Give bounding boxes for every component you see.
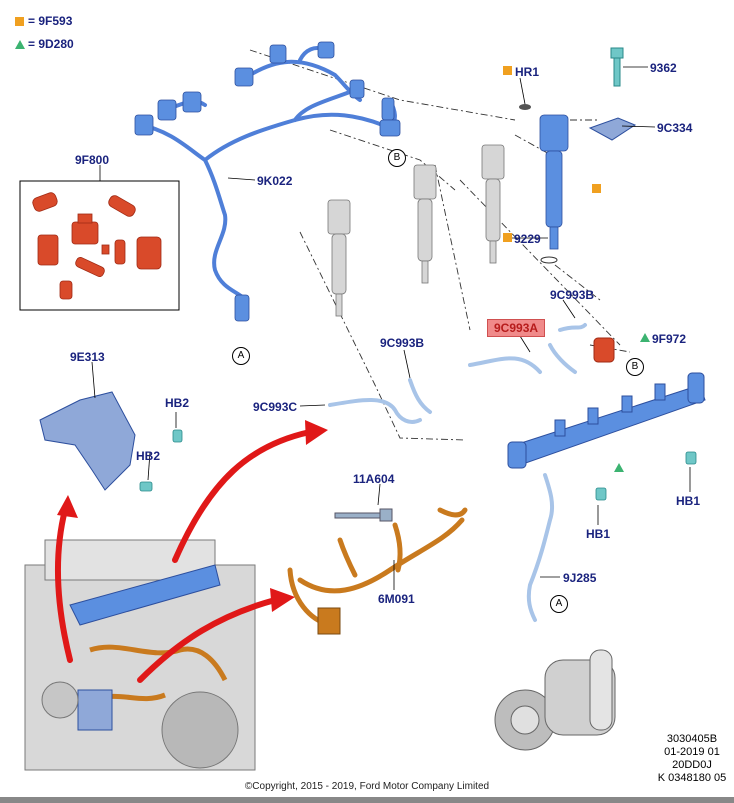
label-hr1: HR1: [515, 65, 540, 79]
marker-triangle-9f972: [640, 333, 650, 342]
label-9229: 9229: [514, 232, 541, 246]
label-11a604: 11A604: [353, 472, 395, 486]
engine-block: [24, 539, 256, 771]
reference-line: 01-2019 01: [664, 746, 720, 758]
clamp-9c334: [588, 117, 637, 141]
connector-a-bottom: A: [550, 595, 568, 613]
marker-square-hr1: [503, 66, 512, 75]
washer-hr1: [519, 104, 531, 110]
label-9c993a-highlighted: 9C993A: [487, 319, 546, 337]
washer-9229: [540, 256, 558, 264]
bolt-9362: [610, 47, 624, 87]
hp-pipes: [328, 323, 587, 622]
label-leaders: [91, 66, 691, 590]
label-9e313: 9E313: [70, 350, 105, 364]
bottom-bar: [0, 797, 734, 803]
label-9c993c: 9C993C: [253, 400, 298, 414]
label-hb2-upper: HB2: [165, 396, 190, 410]
label-9f972: 9F972: [652, 332, 687, 346]
legend-item-9f593: = 9F593: [15, 14, 72, 28]
orange-square-icon: [15, 17, 24, 27]
label-9f800: 9F800: [75, 153, 110, 167]
injectors-grey: [327, 144, 505, 317]
connector-a-left: A: [232, 347, 250, 365]
fasteners: [139, 429, 697, 501]
label-hb1-left: HB1: [586, 527, 611, 541]
connector-b-top: B: [388, 149, 406, 167]
label-9c993b-mid: 9C993B: [380, 336, 425, 350]
label-9c334: 9C334: [657, 121, 693, 135]
marker-square-injector: [592, 184, 601, 193]
harness-connector: [317, 607, 341, 635]
kit-box-9f800: [19, 180, 180, 311]
fuel-pump: [494, 649, 616, 751]
marker-square-9229: [503, 233, 512, 242]
copyright-text: ©Copyright, 2015 - 2019, Ford Motor Comp…: [244, 781, 490, 792]
bracket-9e313: [39, 391, 136, 491]
injector-blue: [539, 114, 569, 250]
red-arrow-heads: [57, 420, 328, 612]
glow-plug-11a604: [334, 508, 393, 522]
label-hb1-right: HB1: [676, 494, 701, 508]
return-line-connectors: [134, 41, 401, 322]
label-9362: 9362: [650, 61, 677, 75]
label-9j285: 9J285: [563, 571, 597, 585]
sensor-9f972: [593, 337, 615, 363]
reference-line: 20DD0J: [672, 759, 712, 771]
harness-6m091: [287, 507, 468, 628]
reference-line: K 0348180 05: [657, 772, 727, 784]
label-9c993b-top: 9C993B: [550, 288, 595, 302]
label-hb2-lower: HB2: [136, 449, 161, 463]
protective-caps-kit: [32, 192, 162, 300]
reference-line: 3030405B: [666, 733, 718, 745]
label-6m091: 6M091: [378, 592, 415, 606]
marker-triangle-rail: [614, 463, 624, 472]
fuel-rail: [507, 372, 706, 469]
green-triangle-icon: [15, 40, 25, 50]
legend-item-9d280: = 9D280: [15, 37, 74, 51]
reference-block: 3030405B 01-2019 01 20DD0J K 0348180 05: [652, 733, 732, 785]
red-arrows: [55, 429, 313, 683]
connector-b-right: B: [626, 358, 644, 376]
label-9k022: 9K022: [257, 174, 293, 188]
